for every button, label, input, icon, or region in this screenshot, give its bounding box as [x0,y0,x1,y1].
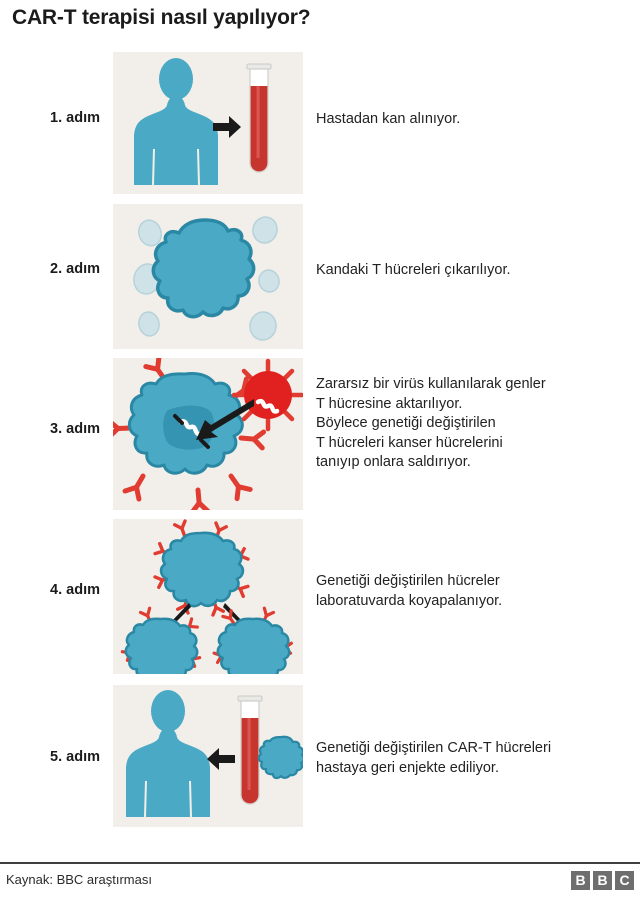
blood-cell-icon [133,216,280,341]
step-row: 4. adım [0,517,640,683]
step-label-2: 2. adım [50,261,100,277]
virus-icon [231,358,303,432]
person-icon [134,58,218,185]
step-label-3: 3. adım [50,421,100,437]
arrow-right-icon [213,116,241,138]
car-t-cell-icon [128,372,244,475]
steps-list: 1. adım [0,48,640,833]
step-text-2: Kandaki T hücreleri çıkarılıyor. [316,261,626,281]
arrow-left-icon [207,748,235,770]
step-text-line: Kandaki T hücreleri çıkarılıyor. [316,262,511,278]
step-text-3: Zararsız bir virüs kullanılarak genler T… [316,375,626,473]
car-t-cell-icon [257,735,303,780]
step-illustration-3 [113,358,303,510]
car-t-cell-icon [153,519,250,617]
bbc-logo-letter: B [593,871,612,890]
source-text: Kaynak: BBC araştırması [6,872,152,887]
step-text-1: Hastadan kan alınıyor. [316,110,626,130]
t-cell-icon [151,218,256,319]
step-label-1: 1. adım [50,110,100,126]
step-text-5: Genetiği değiştirilen CAR-T hücreleri ha… [316,739,626,778]
bbc-logo-letter: C [615,871,634,890]
car-t-cell-icon [212,606,293,674]
step-label-5: 5. adım [50,749,100,765]
step-text-line: Genetiği değiştirilen hücreler [316,573,500,589]
page-title: CAR-T terapisi nasıl yapılıyor? [12,6,311,29]
step-row: 2. adım Kandaki T [0,198,640,354]
bbc-logo-letter: B [571,871,590,890]
person-icon [126,690,210,817]
step-row: 5. adım [0,683,640,833]
step-text-line: Hastadan kan alınıyor. [316,111,461,127]
step-text-line: tanıyıp onlara saldırıyor. [316,454,471,470]
step-illustration-2 [113,204,303,349]
car-t-cell-icon [120,606,202,674]
blood-tube-icon [246,63,272,173]
step-illustration-5 [113,685,303,827]
step-row: 3. adım [0,354,640,517]
step-illustration-4 [113,519,303,674]
step-text-line: T hücresine aktarılıyor. [316,395,463,412]
step-label-4: 4. adım [50,582,100,598]
step-text-line: Genetiği değiştirilen CAR-T hücreleri [316,740,552,756]
step-text-line: Böylece genetiği değiştirilen [316,415,496,431]
step-row: 1. adım [0,48,640,198]
step-text-line: hastaya geri enjekte ediliyor. [316,759,499,776]
arrow-diagonal-icon [196,399,254,440]
footer-divider [0,862,640,864]
blood-tube-icon [237,695,263,805]
step-text-4: Genetiği değiştirilen hücreler laboratuv… [316,572,626,611]
step-text-line: Zararsız bir virüs kullanılarak genler [316,376,546,392]
bbc-logo: B B C [571,871,634,890]
step-text-line: T hücreleri kanser hücrelerini [316,434,503,451]
step-illustration-1 [113,52,303,194]
step-text-line: laboratuvarda koyapalanıyor. [316,592,503,609]
